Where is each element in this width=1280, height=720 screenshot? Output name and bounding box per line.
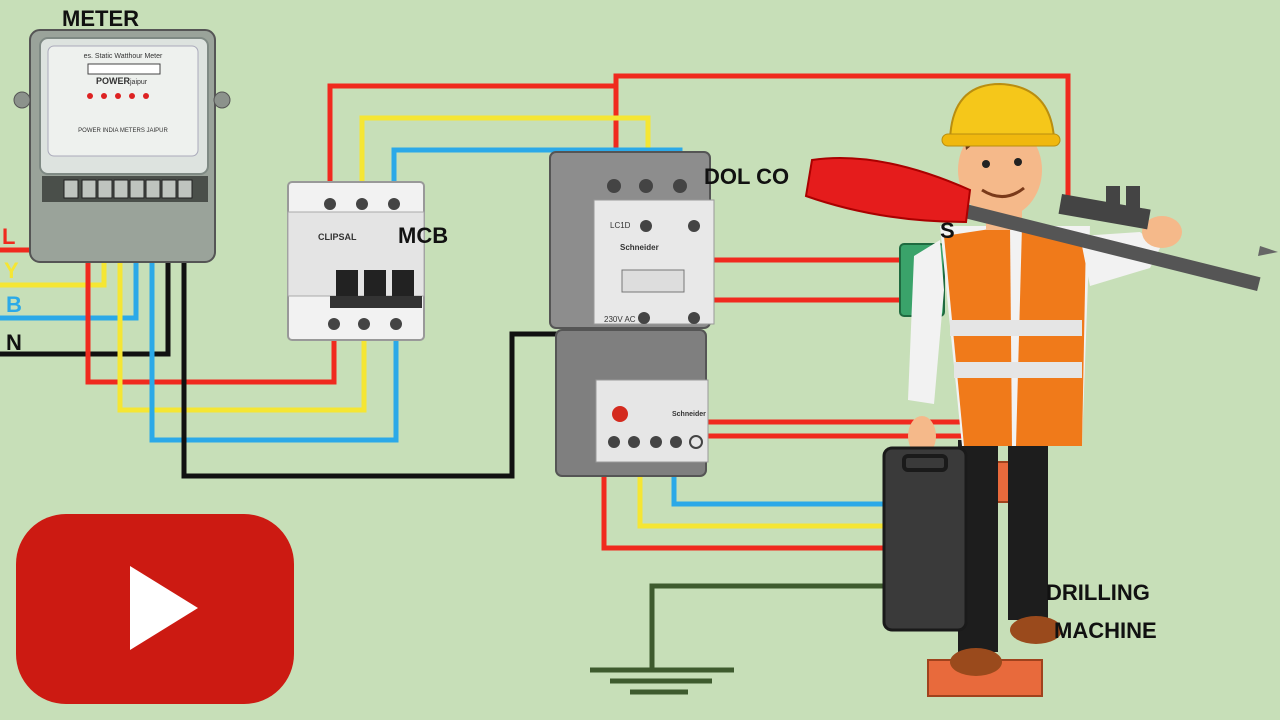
drilling-label-2: MACHINE: [1054, 618, 1157, 643]
mcb-breaker: CLIPSAL: [287, 181, 425, 341]
meter-footer: POWER INDIA METERS JAIPUR: [78, 128, 168, 134]
toolbox-briefcase: [882, 446, 968, 632]
meter-label: METER: [62, 6, 139, 31]
meter-display: [87, 63, 161, 75]
switch-label: S: [940, 218, 955, 243]
youtube-logo[interactable]: [16, 514, 294, 704]
contactor-voltage: 230V AC: [604, 315, 636, 324]
contactor-brand: Schneider: [620, 243, 659, 252]
wire-blue-meter-mcb: [149, 190, 399, 443]
phase-y-label: Y: [4, 258, 19, 283]
energy-meter: es. Static Watthour Meter POWER jaipur P…: [13, 29, 231, 263]
dol-contactor: LC1D Schneider 230V AC: [549, 151, 715, 329]
contactor-model: LC1D: [610, 221, 631, 230]
phase-b-label: B: [6, 292, 22, 317]
hard-hat: [948, 82, 1056, 142]
meter-brand-2: jaipur: [129, 79, 148, 86]
relay-brand: Schneider: [672, 411, 706, 418]
dol-label: DOL CO: [704, 164, 789, 189]
wire-blue-motor: [671, 462, 900, 507]
youtube-play-icon[interactable]: [130, 566, 198, 650]
earth-ground-icon: [590, 667, 734, 695]
drilling-label-1: DRILLING: [1046, 580, 1150, 605]
meter-top-text: es. Static Watthour Meter: [84, 53, 163, 60]
meter-brand: POWER: [96, 76, 131, 86]
wire-red-control: [613, 73, 1071, 200]
phase-l-label: L: [2, 224, 15, 249]
worker-illustration: [882, 82, 1182, 676]
wire-yellow-meter-mcb: [117, 190, 367, 413]
wire-yellow-motor: [637, 462, 900, 529]
wire-red-motor: [601, 462, 900, 551]
wrench-icon: [1058, 186, 1151, 230]
wire-earth: [649, 583, 960, 670]
mcb-label: MCB: [398, 223, 448, 248]
wire-red-mcb-contactor: [327, 83, 619, 198]
wire-red-meter-mcb: [85, 190, 337, 385]
overload-relay: Schneider: [555, 329, 709, 477]
screwdriver-icon: [804, 157, 1278, 291]
mcb-brand: CLIPSAL: [318, 232, 357, 242]
neutral-label: N: [6, 330, 22, 355]
